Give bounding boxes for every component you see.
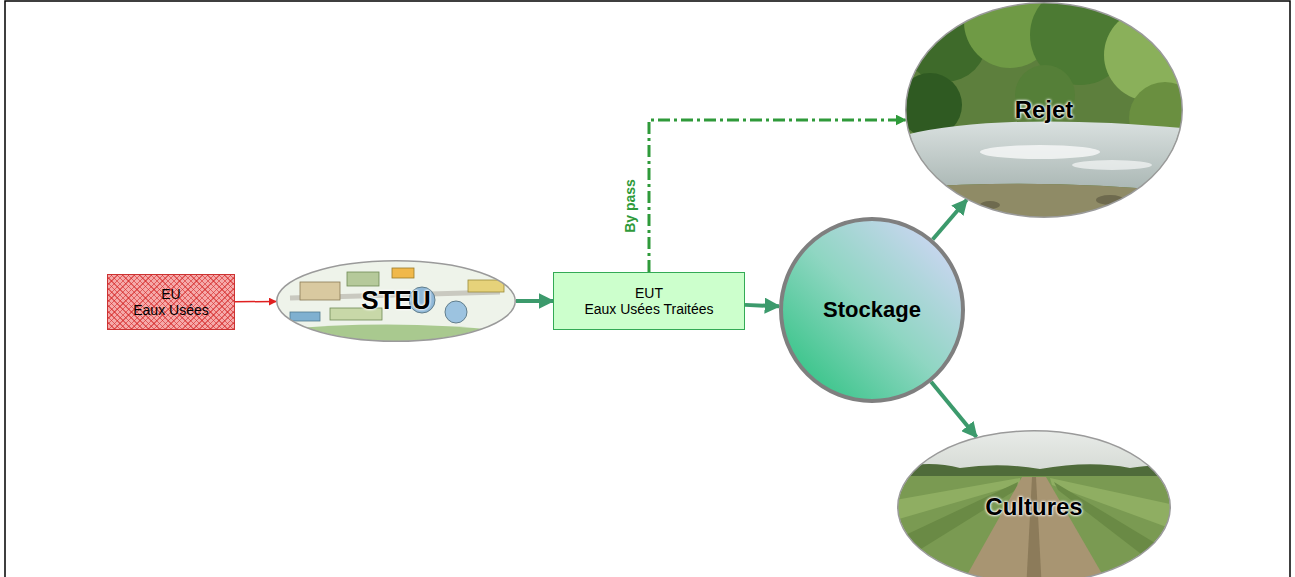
flow-arrow <box>933 200 967 240</box>
river-water <box>905 121 1183 192</box>
treatment-ellipse: STEU <box>276 260 516 342</box>
storage-circle: Stockage <box>779 217 965 403</box>
river-glint <box>1072 160 1152 170</box>
plant-ground <box>270 255 525 350</box>
node-title: STEU <box>361 286 430 316</box>
frame <box>5 1 1290 577</box>
node-title: EU <box>161 286 180 302</box>
node-title: Rejet <box>1015 96 1074 124</box>
river-photo <box>898 0 1201 230</box>
node-border <box>898 431 1171 577</box>
node-title: Cultures <box>985 493 1082 521</box>
node-subtitle: Eaux Usées Traitées <box>584 301 713 317</box>
flow-arrow <box>516 299 553 303</box>
field-path <box>1026 477 1042 577</box>
node-text-group: Rejet <box>1015 96 1074 124</box>
plant-building <box>468 280 504 292</box>
node-title: Stockage <box>823 297 921 322</box>
treated-water-box: EUTEaux Usées Traitées <box>553 272 745 330</box>
river-glint <box>980 145 1100 159</box>
edge-label: By pass <box>623 177 638 235</box>
field-photo <box>895 428 1175 577</box>
field-path <box>958 477 1112 577</box>
node-border <box>277 261 516 342</box>
node-text-group: EUEaux Usées <box>133 286 208 318</box>
bypass-arrow <box>649 120 906 272</box>
plant-grass <box>276 324 516 350</box>
node-title: EUT <box>635 285 663 301</box>
source-box: EUEaux Usées <box>107 274 235 330</box>
flow-arrow <box>745 305 779 306</box>
plant-building <box>347 272 379 286</box>
node-text-group: Stockage <box>823 297 921 322</box>
flow-arrow <box>931 382 976 437</box>
node-border <box>781 219 963 401</box>
plant-building <box>300 282 340 300</box>
plant-basin <box>290 312 320 321</box>
field-ground <box>895 476 1175 577</box>
river-rock <box>980 201 1000 209</box>
node-subtitle: Eaux Usées <box>133 302 208 318</box>
plant-building <box>392 268 414 278</box>
discharge-ellipse: Rejet <box>905 2 1183 218</box>
crops-ellipse: Cultures <box>897 430 1171 577</box>
storage-fill <box>781 219 963 401</box>
field-hedge <box>895 464 1175 478</box>
node-text-group: EUTEaux Usées Traitées <box>584 285 713 317</box>
flow-arrow <box>235 301 276 303</box>
tree <box>1015 65 1075 125</box>
node-text-group: STEU <box>361 286 430 316</box>
node-border <box>906 3 1183 218</box>
plant-tank <box>445 301 467 323</box>
node-text-group: Cultures <box>985 493 1082 521</box>
plant-illustration <box>270 255 525 350</box>
